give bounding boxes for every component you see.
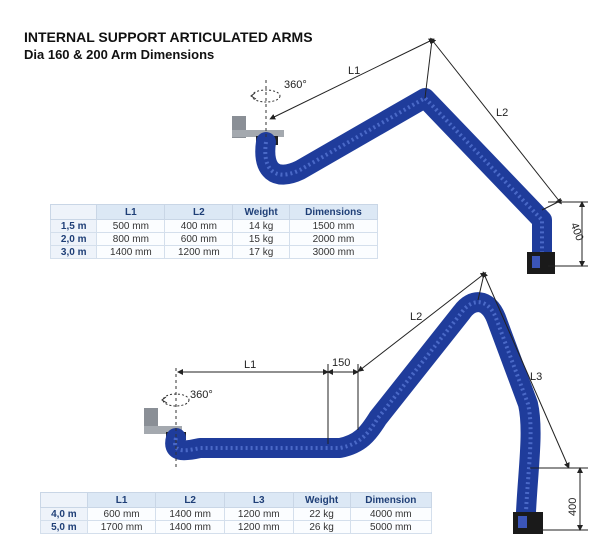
arm1-spec-table: L1 L2 Weight Dimensions 1,5 m 500 mm 400… <box>49 204 379 259</box>
arm2-l3-label: L3 <box>530 371 542 383</box>
arm1-height-label: 400 <box>568 221 586 242</box>
arm2-end-hood <box>513 512 543 534</box>
arm2-height-dimension <box>540 467 588 531</box>
table-header-row: L1 L2 L3 Weight Dimension <box>40 492 433 508</box>
arm1-rotation-label: 360° <box>284 79 307 91</box>
table-row: 1,5 m 500 mm 400 mm 14 kg 1500 mm <box>49 219 379 233</box>
table-cell: 1200 mm <box>223 507 294 521</box>
table-cell: 1200 mm <box>164 245 234 259</box>
table-header-cell: L2 <box>155 492 225 508</box>
table-cell: 1400 mm <box>155 507 225 521</box>
arm2-hose <box>165 292 541 522</box>
table-cell: 15 kg <box>232 232 290 246</box>
table-cell: 1,5 m <box>49 219 98 233</box>
table-cell: 22 kg <box>292 507 351 521</box>
table-header-cell: Dimensions <box>288 204 379 220</box>
arm1-assembly: 360° L1 L2 400 <box>232 37 588 274</box>
arm2-l2-label: L2 <box>410 311 422 323</box>
table-header-row: L1 L2 Weight Dimensions <box>49 204 379 220</box>
table-cell: 14 kg <box>232 219 290 233</box>
page-title: INTERNAL SUPPORT ARTICULATED ARMS <box>24 29 313 45</box>
table-header-cell: Weight <box>292 492 351 508</box>
table-row: 4,0 m 600 mm 1400 mm 1200 mm 22 kg 4000 … <box>40 507 433 521</box>
arm2-rotation-label: 360° <box>190 389 213 401</box>
title-block: INTERNAL SUPPORT ARTICULATED ARMS Dia 16… <box>24 28 313 63</box>
table-cell: 500 mm <box>96 219 166 233</box>
table-cell: 17 kg <box>232 245 290 259</box>
table-header-cell: L1 <box>96 204 166 220</box>
arm2-assembly: 360° L1 150 L2 L3 400 <box>144 271 588 534</box>
arm2-spec-table: L1 L2 L3 Weight Dimension 4,0 m 600 mm 1… <box>40 492 433 534</box>
table-cell: 1200 mm <box>223 520 294 534</box>
table-cell: 26 kg <box>292 520 351 534</box>
table-header-cell: Dimension <box>349 492 433 508</box>
table-cell: 600 mm <box>164 232 234 246</box>
table-cell: 1400 mm <box>96 245 166 259</box>
table-row: 5,0 m 1700 mm 1400 mm 1200 mm 26 kg 5000… <box>40 520 433 534</box>
arm2-l1-label: L1 <box>244 359 256 371</box>
arm2-height-label: 400 <box>567 498 579 516</box>
table-cell: 3000 mm <box>288 245 379 259</box>
table-cell: 1700 mm <box>86 520 157 534</box>
table-cell: 4,0 m <box>40 507 88 521</box>
table-header-cell: L1 <box>86 492 157 508</box>
arm2-rotation-indicator <box>161 368 190 468</box>
arm1-l1-label: L1 <box>348 65 360 77</box>
table-cell: 400 mm <box>164 219 234 233</box>
table-cell: 3,0 m <box>49 245 98 259</box>
table-row: 3,0 m 1400 mm 1200 mm 17 kg 3000 mm <box>49 245 379 259</box>
page-subtitle: Dia 160 & 200 Arm Dimensions <box>24 47 215 62</box>
table-row: 2,0 m 800 mm 600 mm 15 kg 2000 mm <box>49 232 379 246</box>
table-header-cell: Weight <box>232 204 290 220</box>
table-cell: 5000 mm <box>349 520 433 534</box>
arm1-end-hood <box>527 252 555 274</box>
arm2-offset-label: 150 <box>332 357 350 369</box>
table-cell: 5,0 m <box>40 520 88 534</box>
table-cell: 600 mm <box>86 507 157 521</box>
table-cell: 4000 mm <box>349 507 433 521</box>
arm1-height-dimension <box>548 201 588 267</box>
arm1-l2-label: L2 <box>496 107 508 119</box>
table-cell: 2,0 m <box>49 232 98 246</box>
arm2-l1-dimension <box>177 364 329 444</box>
table-cell: 2000 mm <box>288 232 379 246</box>
table-header-cell: L2 <box>164 204 234 220</box>
table-header-cell: L3 <box>223 492 294 508</box>
table-header-cell <box>40 492 88 508</box>
table-cell: 1400 mm <box>155 520 225 534</box>
arm1-hose <box>255 88 552 268</box>
table-header-cell <box>49 204 98 220</box>
table-cell: 800 mm <box>96 232 166 246</box>
arm2-offset-dimension <box>327 364 359 430</box>
table-cell: 1500 mm <box>288 219 379 233</box>
